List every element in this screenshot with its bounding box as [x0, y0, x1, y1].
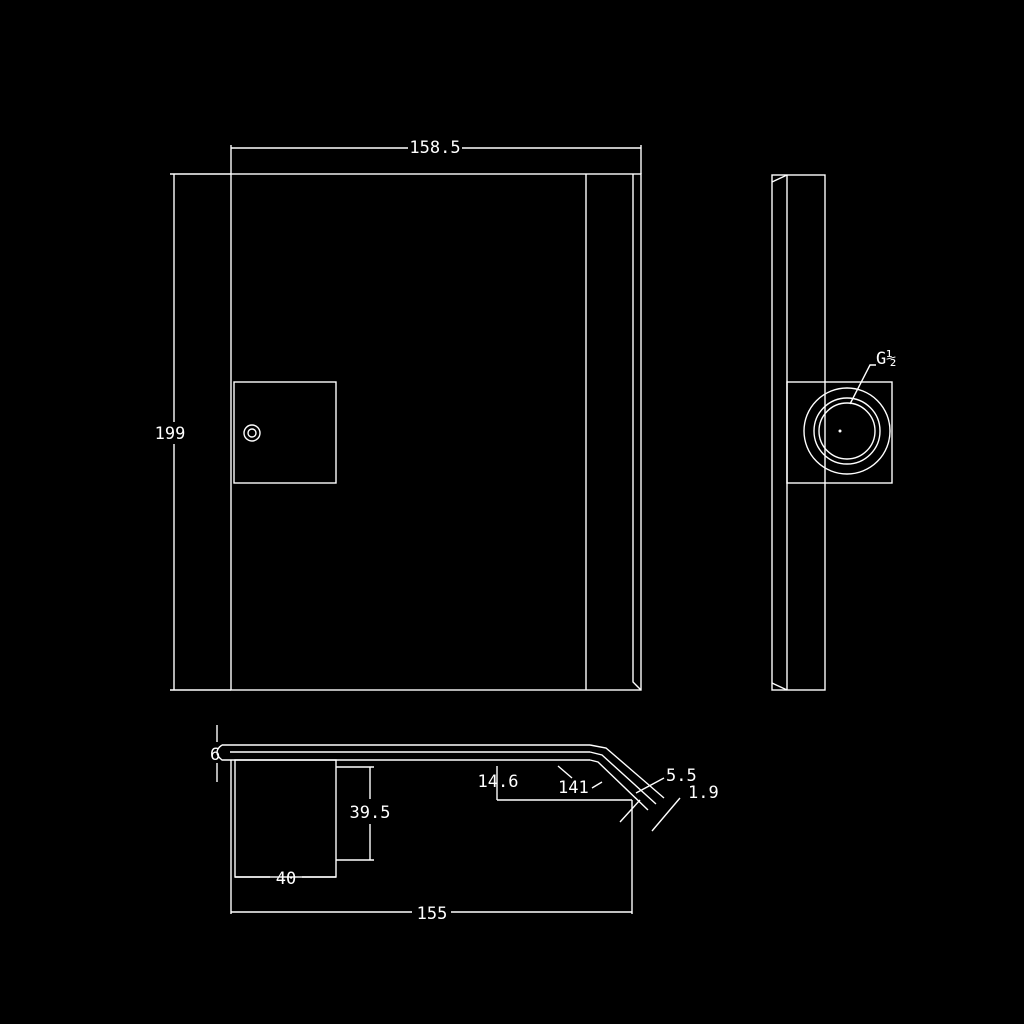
dimension-block-width: 40 [235, 869, 336, 889]
thread-circle-mid [813, 397, 881, 465]
thread-circle-outer [803, 387, 891, 475]
dimension-top-width: 158.5 [230, 138, 642, 174]
spout-bend-bottom [589, 759, 649, 811]
dimension-outlet-depth-label: 14.6 [478, 772, 519, 792]
dimension-overall-length: 155 [231, 904, 632, 924]
side-inlet-block [786, 381, 893, 484]
dimension-wall-offset: 5.5 [635, 766, 697, 794]
inlet-block [233, 381, 337, 484]
dimension-overall-length-label: 155 [417, 904, 448, 924]
dimension-top-width-label: 158.5 [409, 138, 460, 158]
dimension-spout-length: 141 [557, 765, 603, 798]
dimension-left-height: 199 [155, 173, 231, 691]
front-view [230, 173, 642, 691]
dimension-block-height: 39.5 [336, 766, 391, 861]
dimension-wall-offset-label: 5.5 [666, 766, 697, 786]
thread-leader [849, 364, 876, 405]
dimension-spout-length-label: 141 [558, 778, 589, 798]
dimension-block-height-label: 39.5 [350, 803, 391, 823]
dimension-bottom-small-label: 6 [210, 745, 220, 765]
inlet-hole-outer [243, 424, 261, 442]
dimension-plate-thickness: 1.9 [619, 783, 719, 832]
dimension-left-height-label: 199 [155, 424, 186, 444]
side-view: G½ [771, 174, 896, 691]
dimension-bottom-small: 6 [210, 725, 220, 782]
inlet-hole-inner [247, 428, 257, 438]
thread-center-mark [838, 429, 842, 433]
front-view-outline [230, 173, 642, 691]
top-view [216, 744, 665, 914]
dimension-block-width-label: 40 [276, 869, 296, 889]
dimension-plate-thickness-label: 1.9 [688, 783, 719, 803]
thread-circle-inner [818, 402, 876, 460]
plan-inlet-block [234, 759, 337, 878]
thread-label: G½ [876, 349, 896, 369]
side-view-outline [771, 174, 826, 691]
dimension-outlet-depth: 14.6 [478, 766, 519, 800]
front-view-lip [632, 174, 642, 691]
spout-bend-top [589, 744, 665, 799]
